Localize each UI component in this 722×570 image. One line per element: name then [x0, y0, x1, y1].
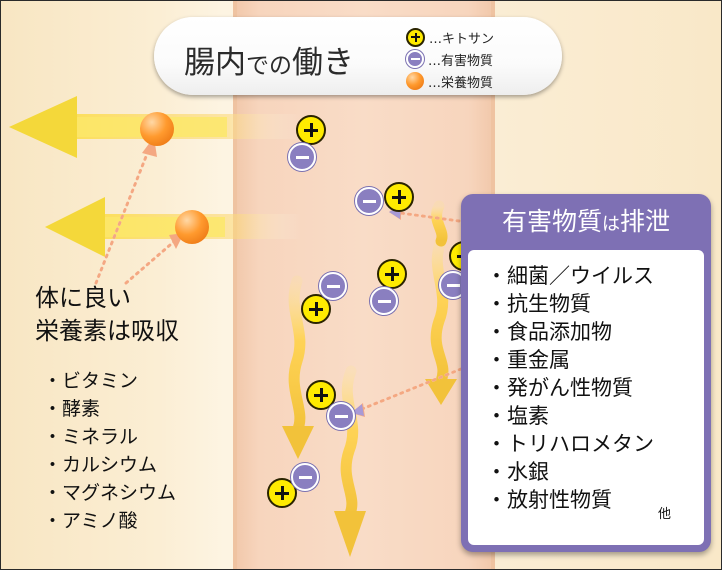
list-item: ・重金属	[486, 348, 570, 372]
harmful-minus-icon	[291, 463, 319, 491]
list-item: ・カルシウム	[43, 454, 158, 476]
list-item: ・細菌／ウイルス	[486, 264, 654, 288]
chitosan-plus-icon	[384, 182, 414, 212]
intestine-wall-left	[233, 1, 237, 569]
legend-item-nutrient: …栄養物質	[406, 71, 493, 91]
list-item: ・食品添加物	[486, 320, 612, 344]
legend-item-harmful: …有害物質	[406, 49, 493, 69]
list-item: ・塩素	[486, 404, 549, 428]
list-item: ・抗生物質	[486, 292, 591, 316]
list-item: ・トリハロメタン	[486, 432, 654, 456]
list-item: ・水銀	[486, 460, 549, 484]
harmful-minus-icon	[288, 143, 316, 171]
harmful-minus-icon	[370, 287, 398, 315]
absorb-heading: 体に良い 栄養素は吸収	[35, 284, 179, 345]
excrete-heading: 有害物質は排泄	[501, 207, 671, 236]
title-box: 腸内での働き …キトサン …有害物質 …栄養物質	[154, 17, 562, 95]
list-item: ・酵素	[43, 398, 101, 420]
harmful-minus-icon	[355, 187, 383, 215]
minus-icon	[406, 50, 424, 68]
excrete-list-box: ・細菌／ウイルス ・抗生物質 ・食品添加物 ・重金属 ・発がん性物質 ・塩素 ・…	[468, 250, 704, 545]
plus-icon	[406, 27, 425, 47]
chitosan-plus-icon	[301, 294, 331, 324]
harmful-minus-icon	[327, 402, 355, 430]
list-item: ・アミノ酸	[43, 510, 138, 532]
list-item: ・マグネシウム	[43, 482, 177, 504]
absorption-arrow-bottom	[45, 197, 301, 257]
flow-waves	[288, 200, 449, 522]
connector-arrowheads	[142, 137, 401, 417]
nutrient-ball-icon	[406, 72, 424, 90]
harmful-list: ・細菌／ウイルス ・抗生物質 ・食品添加物 ・重金属 ・発がん性物質 ・塩素 ・…	[486, 262, 654, 514]
chitosan-plus-icon	[377, 259, 407, 289]
nutrient-ball	[140, 112, 174, 146]
list-item: ・放射性物質	[486, 488, 612, 512]
page-title: 腸内での働き	[184, 45, 354, 81]
flow-arrowheads	[282, 379, 457, 557]
list-item: ・発がん性物質	[486, 376, 633, 400]
excrete-panel: 有害物質は排泄 ・細菌／ウイルス ・抗生物質 ・食品添加物 ・重金属 ・発がん性…	[461, 194, 711, 552]
list-item: ・ミネラル	[43, 426, 139, 448]
harmful-minus-icon	[319, 272, 347, 300]
nutrient-list: ・ビタミン ・酵素 ・ミネラル ・カルシウム ・マグネシウム ・アミノ酸	[43, 367, 176, 535]
nutrient-ball	[175, 210, 209, 244]
chitosan-plus-icon	[296, 115, 326, 145]
absorption-arrow-top	[9, 96, 301, 158]
list-item: ・ビタミン	[43, 370, 139, 392]
other-label: 他	[658, 507, 672, 522]
legend-item-chitosan: …キトサン	[406, 27, 494, 47]
